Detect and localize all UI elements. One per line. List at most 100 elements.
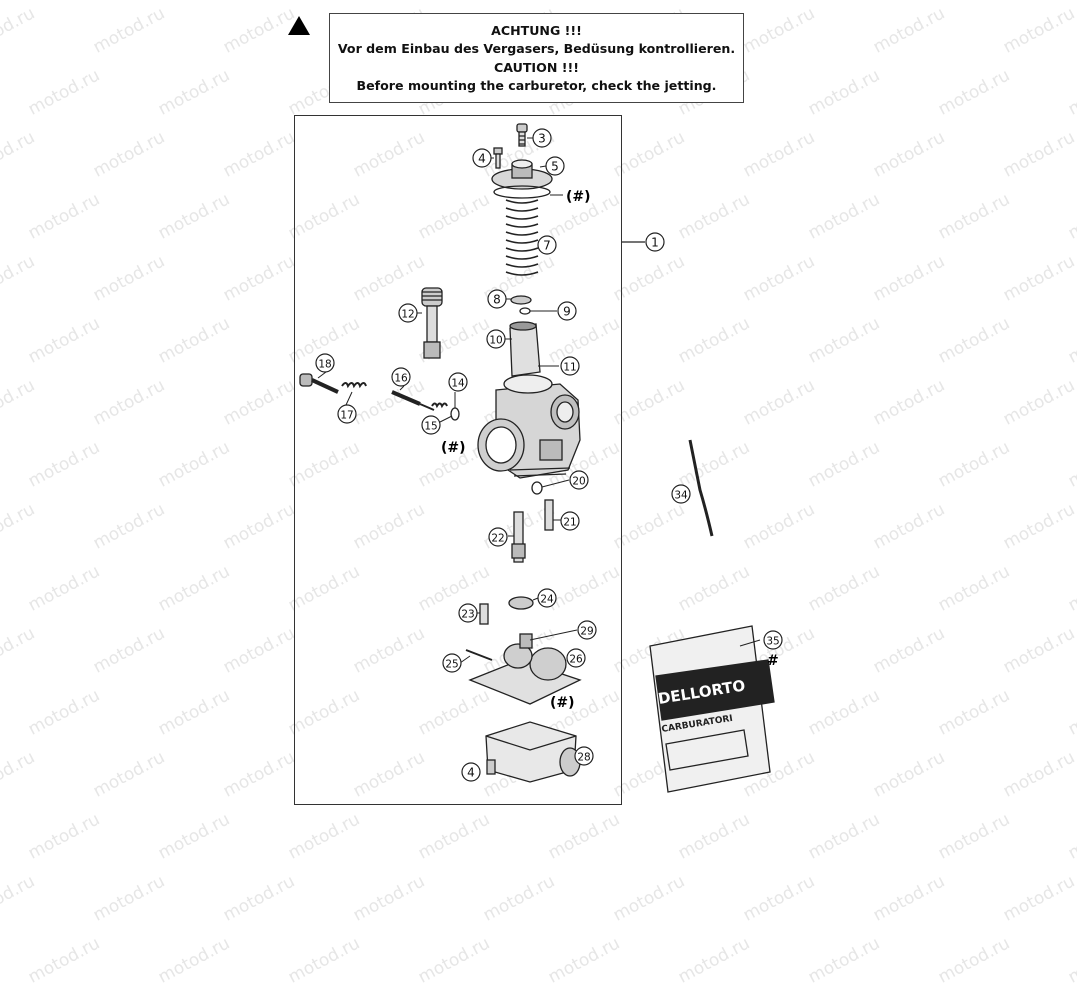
part-9-clip bbox=[519, 307, 531, 315]
watermark-text: motod.ru bbox=[1065, 933, 1077, 988]
callout-c15: 15 bbox=[421, 415, 441, 435]
callout-number: 15 bbox=[424, 421, 437, 433]
watermark-text: motod.ru bbox=[545, 809, 624, 864]
callout-c29: 29 bbox=[577, 620, 597, 640]
watermark-text: motod.ru bbox=[870, 871, 949, 926]
callout-c11: 11 bbox=[560, 356, 580, 376]
callout-number: 28 bbox=[577, 752, 590, 764]
watermark-text: motod.ru bbox=[545, 933, 624, 988]
watermark-text: motod.ru bbox=[675, 933, 754, 988]
callout-c24: 24 bbox=[537, 588, 557, 608]
watermark-text: motod.ru bbox=[25, 809, 104, 864]
part-25-pin bbox=[465, 649, 493, 661]
callout-number: 35 bbox=[766, 636, 779, 648]
part-10-slide bbox=[509, 321, 541, 377]
watermark-text: motod.ru bbox=[415, 933, 494, 988]
callout-c12: 12 bbox=[398, 303, 418, 323]
watermark-text: motod.ru bbox=[155, 809, 234, 864]
callout-number: 3 bbox=[538, 132, 546, 146]
watermark-text: motod.ru bbox=[805, 933, 884, 988]
callout-c10: 10 bbox=[486, 329, 506, 349]
callout-c5: 5 bbox=[545, 156, 565, 176]
part-24-gasket bbox=[508, 596, 534, 610]
exploded-parts-drawing: 1345789101112141516171820212223242526282… bbox=[299, 123, 783, 793]
watermark-text: motod.ru bbox=[220, 871, 299, 926]
callout-number: 4 bbox=[478, 152, 486, 166]
watermark-text: motod.ru bbox=[90, 871, 169, 926]
callout-number: 9 bbox=[563, 305, 571, 319]
callout-number: 24 bbox=[540, 594, 554, 606]
part-34-hose bbox=[688, 439, 714, 537]
part-3-screw bbox=[516, 123, 528, 147]
part-4-drain-screw bbox=[486, 759, 496, 775]
callout-number: 10 bbox=[489, 335, 502, 347]
callout-c25: 25 bbox=[442, 653, 462, 673]
parts-diagram-frame bbox=[294, 115, 622, 805]
callout-number: 4 bbox=[467, 766, 475, 780]
callout-number: 16 bbox=[394, 373, 408, 385]
watermark-text: motod.ru bbox=[0, 871, 39, 926]
callout-number: 11 bbox=[563, 362, 576, 374]
part-35-jet-kit-package bbox=[649, 625, 775, 793]
callout-number: 12 bbox=[401, 309, 414, 321]
caution-line-de-text: Vor dem Einbau des Vergasers, Bedüsung k… bbox=[337, 41, 736, 57]
watermark-text: motod.ru bbox=[480, 871, 559, 926]
callout-c4a: 4 bbox=[472, 148, 492, 168]
watermark-text: motod.ru bbox=[675, 809, 754, 864]
callout-c22: 22 bbox=[488, 527, 508, 547]
part-5-cap bbox=[491, 159, 553, 199]
callout-c17: 17 bbox=[337, 404, 357, 424]
watermark-text: motod.ru bbox=[805, 809, 884, 864]
caution-line-de-title: ACHTUNG !!! bbox=[491, 23, 582, 38]
callout-c4b: 4 bbox=[461, 762, 481, 782]
watermark-text: motod.ru bbox=[610, 871, 689, 926]
callout-number: 25 bbox=[445, 659, 458, 671]
callout-c7: 7 bbox=[537, 235, 557, 255]
callout-c3: 3 bbox=[532, 128, 552, 148]
hash-note-4: # bbox=[767, 653, 779, 669]
watermark-text: motod.ru bbox=[285, 809, 364, 864]
callout-c16: 16 bbox=[391, 367, 411, 387]
callout-number: 5 bbox=[551, 160, 559, 174]
part-26-float bbox=[468, 633, 582, 705]
watermark-text: motod.ru bbox=[25, 933, 104, 988]
watermark-text: motod.ru bbox=[1000, 871, 1077, 926]
callout-number: 20 bbox=[572, 476, 585, 488]
caution-notice: ACHTUNG !!! Vor dem Einbau des Vergasers… bbox=[329, 13, 744, 103]
watermark-text: motod.ru bbox=[740, 871, 819, 926]
hash-note-1: (#) bbox=[566, 189, 591, 205]
part-8-plate bbox=[510, 295, 532, 305]
callout-number: 29 bbox=[580, 626, 593, 638]
watermark-text: motod.ru bbox=[285, 933, 364, 988]
callout-c23: 23 bbox=[458, 603, 478, 623]
part-14-oring bbox=[450, 407, 460, 421]
hash-note-3: (#) bbox=[550, 695, 575, 711]
part-7-spring bbox=[505, 199, 539, 276]
part-21-jet bbox=[544, 499, 554, 531]
part-4-screw bbox=[493, 147, 503, 169]
part-11-carburetor-body bbox=[477, 374, 581, 479]
caution-line-en-title: CAUTION !!! bbox=[494, 59, 579, 75]
part-15-spring bbox=[431, 402, 448, 409]
callout-number: 26 bbox=[569, 654, 583, 666]
callout-c21: 21 bbox=[560, 511, 580, 531]
part-17-spring bbox=[341, 382, 367, 389]
callout-c8: 8 bbox=[487, 289, 507, 309]
watermark-text: motod.ru bbox=[155, 933, 234, 988]
callout-c18: 18 bbox=[315, 353, 335, 373]
watermark-text: motod.ru bbox=[1065, 809, 1077, 864]
warning-triangle-icon bbox=[288, 16, 310, 35]
watermark-text: motod.ru bbox=[935, 809, 1014, 864]
callout-number: 1 bbox=[651, 236, 659, 250]
watermark-text: motod.ru bbox=[415, 809, 494, 864]
callout-c1: 1 bbox=[645, 232, 665, 252]
callout-number: 21 bbox=[563, 517, 576, 529]
part-16-screw bbox=[391, 390, 435, 411]
callout-number: 23 bbox=[461, 609, 474, 621]
callout-c9: 9 bbox=[557, 301, 577, 321]
callout-number: 17 bbox=[340, 410, 353, 422]
watermark-text: motod.ru bbox=[935, 933, 1014, 988]
callout-c34: 34 bbox=[671, 484, 691, 504]
callout-number: 18 bbox=[318, 359, 331, 371]
callout-number: 7 bbox=[543, 239, 551, 253]
